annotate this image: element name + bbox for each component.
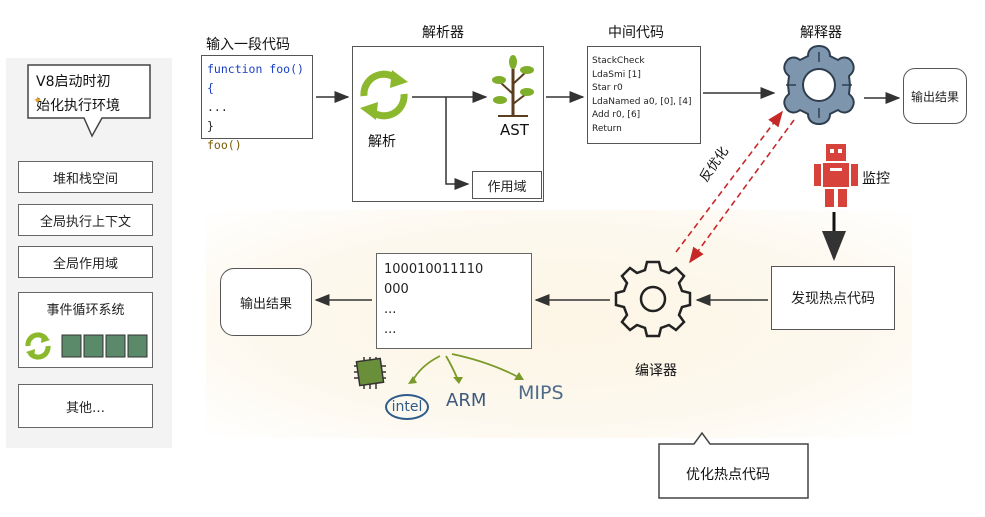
source-title: 输入一段代码 xyxy=(206,37,290,53)
speech-bubble xyxy=(27,64,151,138)
callout-box xyxy=(658,431,809,499)
heap-stack-item: 堆和栈空间 xyxy=(18,161,153,193)
bytecode-title: 中间代码 xyxy=(608,25,664,41)
bytecode-line: Star r0 xyxy=(592,83,623,93)
global-scope-item: 全局作用域 xyxy=(18,246,153,278)
parser-title: 解析器 xyxy=(422,25,464,41)
queue-slot xyxy=(83,334,104,358)
interpreter-output-box: 输出结果 xyxy=(903,68,967,124)
mips-label: MIPS xyxy=(518,382,564,404)
queue-slot xyxy=(105,334,126,358)
arrow-to-scope xyxy=(445,97,470,190)
sparkle-icon: ✦ xyxy=(33,94,43,107)
queue-slot xyxy=(127,334,148,358)
code-line: ... xyxy=(207,100,228,114)
machine-code-line: 100010011110 xyxy=(384,262,484,277)
source-code-box: function foo() { ... } foo() xyxy=(201,55,313,152)
monitor-label: 监控 xyxy=(862,171,890,187)
code-line: foo() xyxy=(207,138,242,152)
parse-label: 解析 xyxy=(368,134,396,150)
compiler-title: 编译器 xyxy=(635,363,677,379)
compiler-gear-icon xyxy=(614,260,692,338)
code-line: function foo() { xyxy=(207,62,304,95)
ast-label: AST xyxy=(500,121,529,139)
ast-tree-icon xyxy=(492,55,534,117)
arrow-deopt-up xyxy=(675,110,783,253)
queue-slot xyxy=(61,334,82,358)
cpu-chip-icon xyxy=(354,357,386,389)
machine-code-line: 000 xyxy=(384,282,409,297)
machine-code-line: ... xyxy=(384,302,397,317)
bytecode-line: Return xyxy=(592,123,622,134)
interpreter-gear-icon xyxy=(783,44,855,126)
target-arrows xyxy=(408,353,524,384)
loop-cycle-icon xyxy=(25,332,51,360)
interpreter-title: 解释器 xyxy=(800,25,842,41)
bytecode-line: StackCheck xyxy=(592,56,645,66)
arrow-deopt-down xyxy=(689,119,795,264)
bubble-line-1: V8启动时初 xyxy=(36,74,111,90)
compiler-output-box: 输出结果 xyxy=(220,268,312,336)
global-context-item: 全局执行上下文 xyxy=(18,204,153,236)
bubble-line-2: 始化执行环境 xyxy=(36,98,120,114)
machine-code-line: ... xyxy=(384,322,397,337)
bytecode-line: LdaSmi [1] xyxy=(592,69,641,80)
bytecode-line: LdaNamed a0, [0], [4] xyxy=(592,96,692,107)
bytecode-box: StackCheck LdaSmi [1] Star r0 LdaNamed a… xyxy=(587,46,701,144)
hot-code-box: 发现热点代码 xyxy=(771,266,895,330)
arm-label: ARM xyxy=(446,390,487,411)
scope-box: 作用域 xyxy=(472,171,542,199)
bytecode-line: Add r0, [6] xyxy=(592,110,641,120)
monitor-robot-icon xyxy=(814,144,858,207)
machine-code-box: 100010011110 000 ... ... xyxy=(376,253,532,349)
other-item: 其他… xyxy=(18,384,153,428)
callout-label: 优化热点代码 xyxy=(686,467,770,483)
event-loop-graphic xyxy=(25,332,148,360)
code-line: } xyxy=(207,119,214,133)
intel-logo: intel xyxy=(385,394,429,420)
parse-cycle-icon xyxy=(360,70,408,120)
event-loop-label: 事件循环系统 xyxy=(46,303,125,318)
